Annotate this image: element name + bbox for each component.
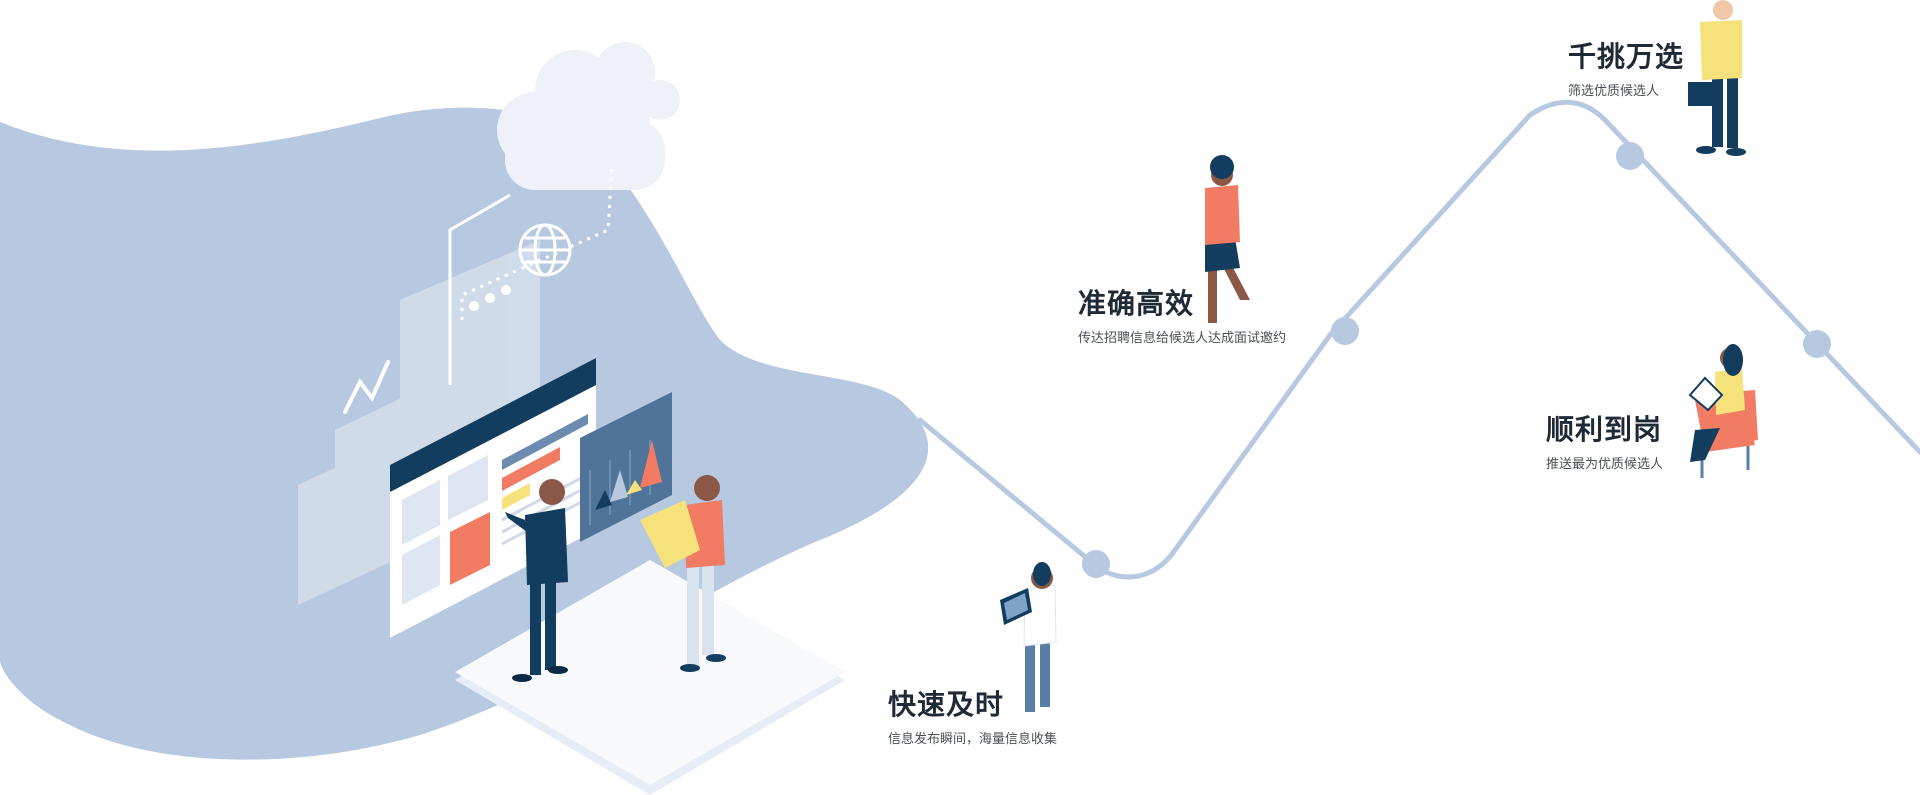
- step-onboard: 顺利到岗 推送最为优质候选人: [1546, 413, 1663, 472]
- analytics-panel: [580, 392, 672, 542]
- step-title: 千挑万选: [1568, 40, 1685, 73]
- step-title: 顺利到岗: [1546, 413, 1663, 446]
- dashboard-board: [390, 358, 596, 638]
- step-subtitle: 传达招聘信息给候选人达成面试邀约: [1078, 330, 1287, 346]
- person-walking-woman: [1205, 155, 1250, 323]
- step-select: 千挑万选 筛选优质候选人: [1568, 40, 1684, 99]
- step-subtitle: 推送最为优质候选人: [1546, 456, 1664, 472]
- step-subtitle: 筛选优质候选人: [1568, 83, 1660, 99]
- network-lines: [448, 164, 614, 385]
- step-fast: 快速及时 信息发布瞬间，海量信息收集: [888, 688, 1057, 747]
- step-title: 准确高效: [1078, 287, 1195, 320]
- globe-icon: [518, 223, 572, 277]
- step-title: 快速及时: [888, 688, 1005, 721]
- dots-icon: [469, 285, 511, 311]
- step-accurate: 准确高效 传达招聘信息给候选人达成面试邀约: [1078, 287, 1286, 346]
- journey-path: [917, 99, 1920, 580]
- cloud-icon: [497, 42, 680, 190]
- person-seated-laptop: [1688, 344, 1758, 478]
- person-briefcase: [1688, 0, 1746, 156]
- chart-icon: [343, 360, 390, 414]
- step-subtitle: 信息发布瞬间，海量信息收集: [888, 731, 1058, 747]
- path-nodes: [1082, 142, 1831, 578]
- person-navy: [505, 479, 568, 682]
- person-coral: [640, 475, 726, 672]
- person-laptop-walking: [1000, 562, 1057, 712]
